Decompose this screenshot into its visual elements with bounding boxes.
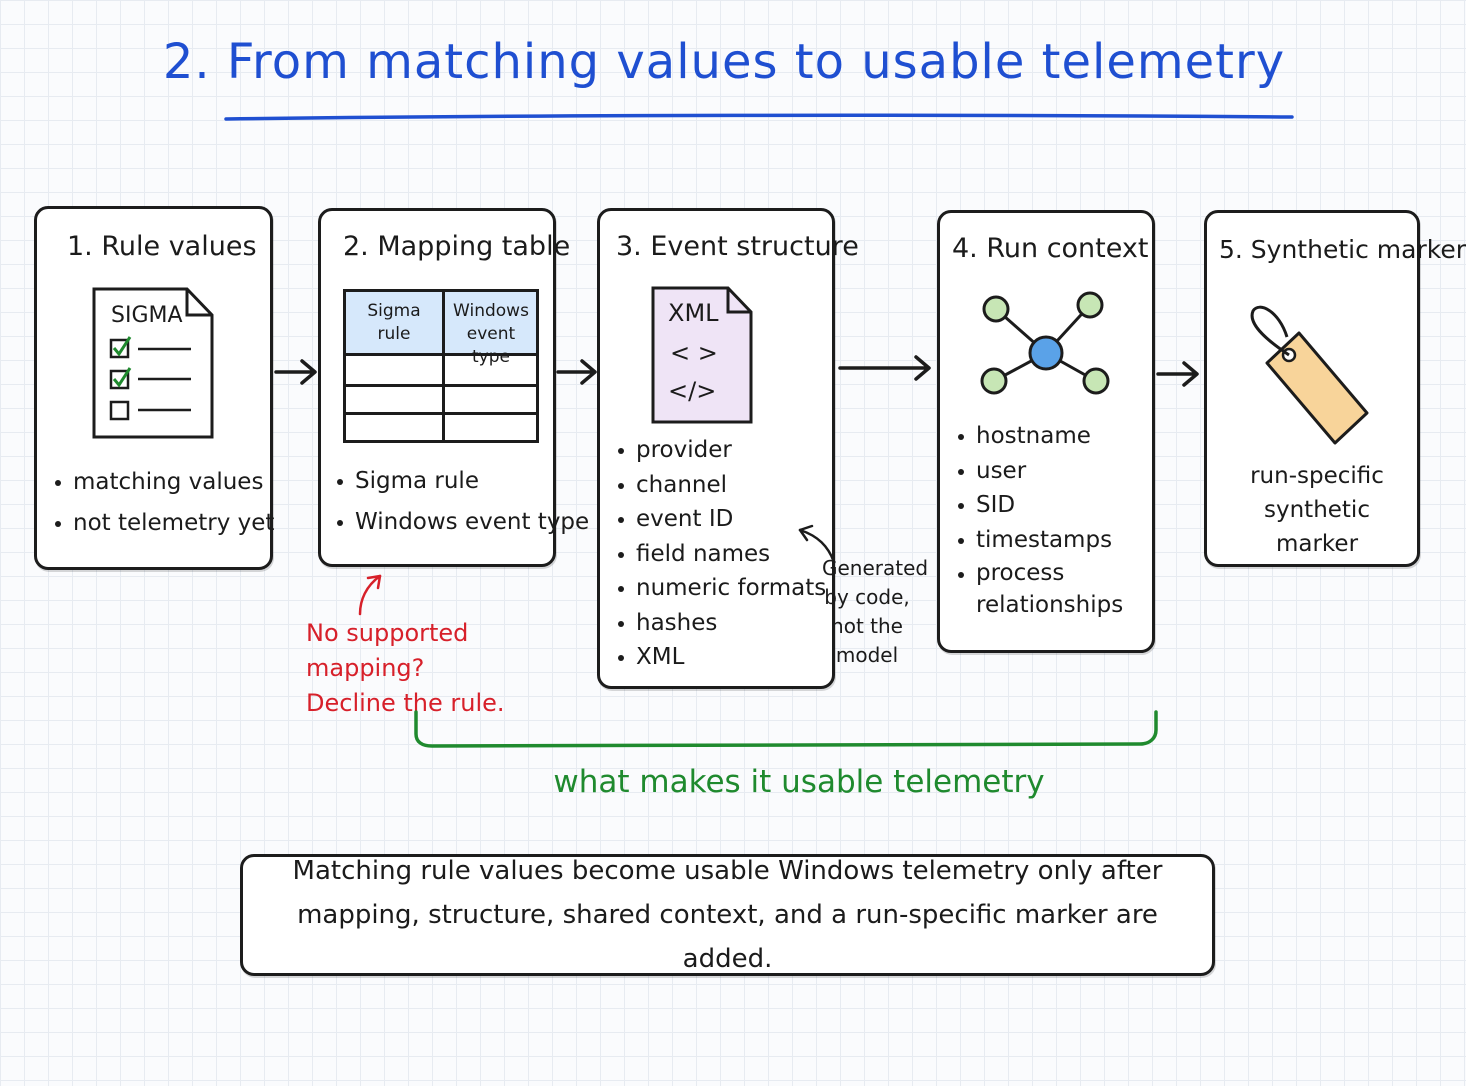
arrow-icon (556, 359, 597, 385)
bracket-icon (414, 710, 1158, 748)
checkbox-icon (109, 400, 130, 421)
table-header-sigma: Sigma rule (367, 301, 421, 344)
red-arrow-icon (358, 574, 382, 616)
bullet-item: Sigma rule (333, 464, 589, 499)
arrow-icon (274, 359, 317, 385)
bullet-list: hostname user SID timestamps process rel… (954, 419, 1126, 621)
table-header-windows: Windows event type (453, 301, 529, 367)
stage-title: 4. Run context (952, 233, 1149, 264)
bullet-item: user (954, 454, 1126, 489)
bullet-item: hashes (614, 606, 826, 641)
title-underline (224, 113, 1294, 121)
bullet-item: event ID (614, 502, 826, 537)
stage-title: 3. Event structure (616, 231, 859, 262)
bullet-list: Sigma rule Windows event type (333, 464, 589, 539)
stage-run-context: 4. Run context hostname user SID timesta… (937, 210, 1155, 653)
bullet-list: provider channel event ID field names nu… (614, 433, 826, 675)
stage-event-structure: 3. Event structure XML < > </> provider … (597, 208, 859, 689)
bullet-item: timestamps (954, 523, 1126, 558)
decline-note: No supported mapping? Decline the rule. (306, 619, 505, 717)
xml-glyph: </> (668, 377, 717, 405)
document-label: SIGMA (111, 303, 183, 328)
generated-note: Generated by code, not the model (822, 556, 929, 667)
arrow-icon (1156, 361, 1199, 387)
arrow-icon (838, 355, 931, 381)
bullet-item: not telemetry yet (51, 506, 274, 541)
table-icon: Sigma rule Windows event type (343, 289, 539, 443)
conclusion-box: Matching rule values become usable Windo… (240, 854, 1215, 976)
conclusion-text: Matching rule values become usable Windo… (292, 856, 1163, 974)
bracket-label: what makes it usable telemetry (553, 764, 1045, 800)
marker-caption: run-specific synthetic marker (1250, 463, 1384, 557)
bullet-item: provider (614, 433, 826, 468)
bullet-item: hostname (954, 419, 1126, 454)
bullet-item: SID (954, 488, 1126, 523)
stage-title: 1. Rule values (67, 231, 257, 262)
page-title: 2. From matching values to usable teleme… (162, 34, 1286, 90)
network-icon (980, 291, 1110, 395)
stage-synthetic-marker: 5. Synthetic marker run-specific synthet… (1204, 210, 1466, 567)
bullet-item: field names (614, 537, 826, 572)
bullet-item: matching values (51, 465, 274, 500)
stage-title: 2. Mapping table (343, 231, 571, 262)
checkbox-icon (109, 367, 132, 390)
checkbox-icon (109, 336, 132, 359)
bullet-list: matching values not telemetry yet (51, 465, 274, 540)
xml-glyph: < > (670, 339, 718, 367)
bullet-item: XML (614, 640, 826, 675)
curved-arrow-icon (798, 524, 836, 564)
bullet-item: numeric formats (614, 571, 826, 606)
tag-icon (1250, 305, 1369, 445)
xml-label: XML (668, 299, 719, 327)
bullet-item: process relationships (954, 557, 1126, 621)
bullet-item: channel (614, 468, 826, 503)
stage-mapping-table: 2. Mapping table Sigma rule Windows even… (318, 208, 589, 567)
bullet-item: Windows event type (333, 505, 589, 540)
document-icon (92, 287, 214, 439)
xml-file-icon (651, 286, 753, 424)
stage-title: 5. Synthetic marker (1219, 235, 1466, 264)
stage-rule-values: 1. Rule values SIGMA matching values not… (34, 206, 274, 570)
